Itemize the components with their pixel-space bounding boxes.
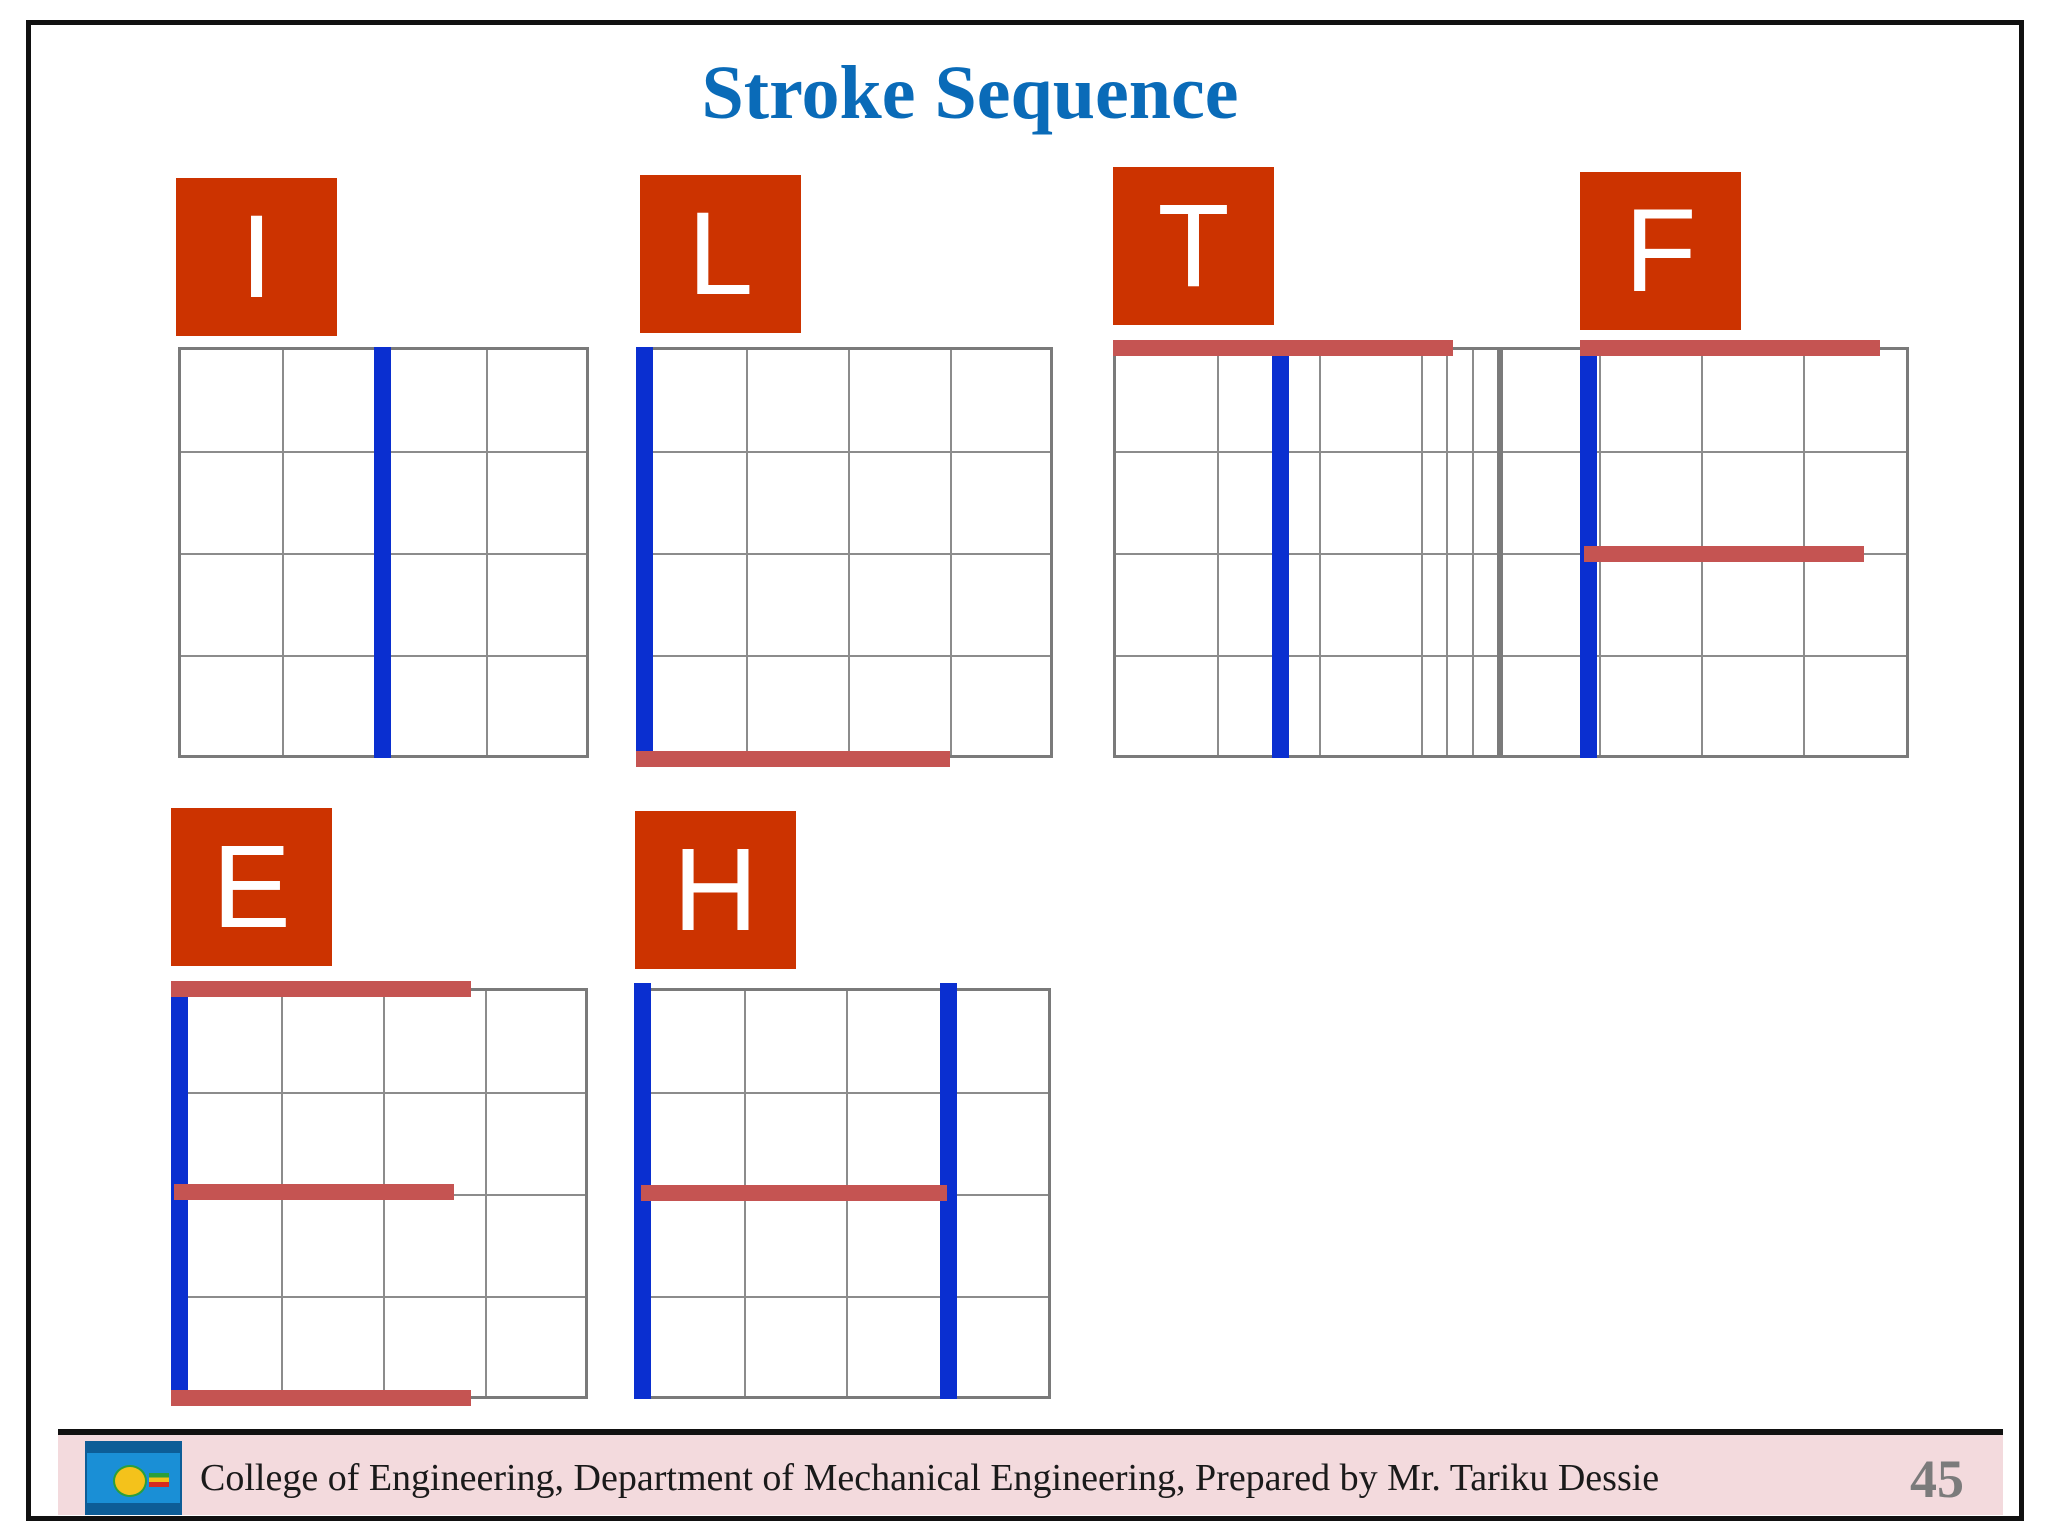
letter-box-h: H bbox=[635, 811, 796, 969]
grid-line bbox=[1472, 350, 1474, 755]
grid-line bbox=[645, 553, 1050, 555]
grid-line bbox=[950, 350, 952, 755]
letter-h: H bbox=[672, 824, 759, 956]
university-logo-icon bbox=[85, 1441, 182, 1515]
grid-line bbox=[848, 350, 850, 755]
stroke-h-right bbox=[940, 983, 957, 1399]
logo-seal bbox=[113, 1465, 147, 1497]
grid-line bbox=[1421, 350, 1423, 755]
stroke-l-vertical bbox=[636, 347, 653, 758]
grid-line bbox=[180, 1092, 585, 1094]
footer-bar bbox=[58, 1435, 2003, 1515]
stroke-e-bottom bbox=[171, 1390, 471, 1406]
letter-f: F bbox=[1624, 185, 1697, 317]
grid-line bbox=[1116, 655, 1497, 657]
stroke-h-middle bbox=[641, 1185, 947, 1201]
stroke-e-middle bbox=[174, 1184, 454, 1200]
stroke-f-middle bbox=[1584, 546, 1864, 562]
grid-line bbox=[1446, 350, 1448, 755]
letter-box-e: E bbox=[171, 808, 332, 966]
stroke-i-vertical bbox=[374, 347, 391, 758]
stroke-e-top bbox=[171, 981, 471, 997]
grid-line bbox=[485, 991, 487, 1396]
grid-line bbox=[486, 350, 488, 755]
slide-title: Stroke Sequence bbox=[701, 51, 1239, 135]
grid-line bbox=[643, 1092, 1048, 1094]
letter-box-f: F bbox=[1580, 172, 1741, 330]
grid-line bbox=[1217, 350, 1219, 755]
grid-line bbox=[282, 350, 284, 755]
letter-box-l: L bbox=[640, 175, 801, 333]
letter-t: T bbox=[1157, 180, 1230, 312]
grid-t bbox=[1113, 347, 1500, 758]
letter-box-t: T bbox=[1113, 167, 1274, 325]
grid-line bbox=[1503, 655, 1906, 657]
grid-line bbox=[1319, 350, 1321, 755]
stroke-t-top bbox=[1113, 340, 1453, 356]
grid-line bbox=[746, 350, 748, 755]
stroke-t-vertical bbox=[1272, 347, 1289, 758]
logo-flag bbox=[149, 1473, 169, 1487]
grid-line bbox=[1116, 553, 1497, 555]
grid-l bbox=[642, 347, 1053, 758]
logo-band bbox=[87, 1503, 180, 1513]
logo-band bbox=[87, 1443, 180, 1453]
stroke-f-top bbox=[1580, 340, 1880, 356]
letter-e: E bbox=[212, 821, 291, 953]
letter-l: L bbox=[687, 188, 754, 320]
grid-line bbox=[643, 1296, 1048, 1298]
grid-line bbox=[645, 655, 1050, 657]
page-number: 45 bbox=[1910, 1449, 1964, 1509]
letter-box-i: I bbox=[176, 178, 337, 336]
letter-i: I bbox=[240, 191, 273, 323]
grid-line bbox=[180, 1296, 585, 1298]
footer-text: College of Engineering, Department of Me… bbox=[200, 1457, 1660, 1499]
stroke-l-bottom bbox=[636, 751, 950, 767]
footer-rule bbox=[58, 1429, 2003, 1435]
grid-line bbox=[1503, 451, 1906, 453]
grid-line bbox=[1116, 451, 1497, 453]
grid-line bbox=[645, 451, 1050, 453]
